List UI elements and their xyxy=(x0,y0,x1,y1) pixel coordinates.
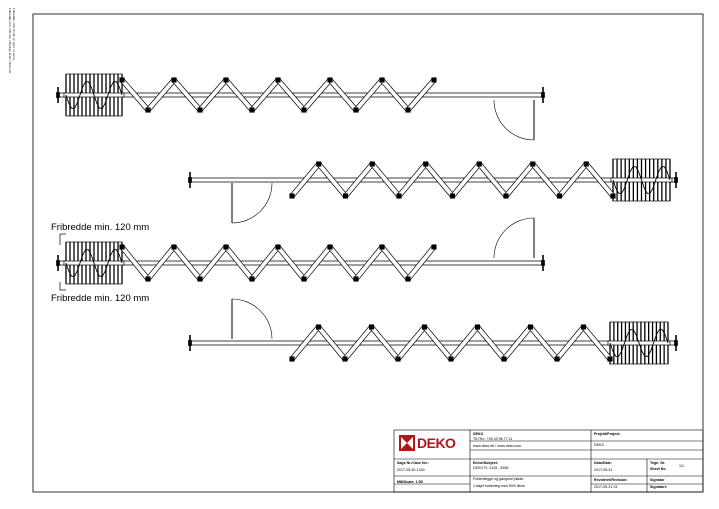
row2-post-right-cap xyxy=(674,177,678,183)
row1-hinge xyxy=(301,107,307,113)
row2-hinge xyxy=(476,161,482,167)
tb-scale-label: Mål/Scale: 1:50 xyxy=(397,480,423,484)
row1-hinge xyxy=(379,77,385,83)
row3-hinge xyxy=(301,276,307,282)
row4-hinge xyxy=(474,324,481,330)
row4-hinge xyxy=(395,356,401,362)
drawing-border xyxy=(32,13,704,493)
row2-hinge xyxy=(369,161,375,167)
row1-hinge xyxy=(405,107,411,113)
row3-post-left-cap xyxy=(56,260,60,266)
tb-date-value: 2017-05-31 xyxy=(594,468,613,472)
row2-door-swing xyxy=(231,182,273,224)
logo-text: DEKO xyxy=(417,435,456,451)
row1-post-left-cap xyxy=(56,92,60,98)
row3-hinge xyxy=(431,244,437,250)
deko-logo-icon xyxy=(399,435,415,451)
row4-hinge xyxy=(368,324,375,330)
tb-case-label: Sags Nr./Case No.: xyxy=(397,461,429,465)
tb-project-value: DEKO xyxy=(594,443,605,447)
row3-hinge xyxy=(223,244,229,250)
row2-hinge xyxy=(610,193,616,199)
row3-post-right-cap xyxy=(541,260,545,266)
row3-hinge xyxy=(197,276,203,282)
row2-hinge xyxy=(530,161,536,167)
tb-drawing-label: Tegn. Nr. xyxy=(650,461,666,465)
tb-company: DEKO xyxy=(473,432,484,436)
row3-hinge xyxy=(275,244,281,250)
row2-hinge xyxy=(556,193,563,199)
row3-door-swing xyxy=(493,217,535,259)
row4-hinge xyxy=(527,324,534,330)
dimension-label-bottom: Fribredde min. 120 mm xyxy=(51,293,150,304)
tb-subject-value2: Foldevægge og gangmul plader xyxy=(473,477,524,481)
row2-stack-wave xyxy=(612,166,671,194)
tb-sheet-value: 1/1 xyxy=(679,464,684,468)
row1-hinge xyxy=(249,107,255,113)
row2-hinge xyxy=(583,161,589,167)
row2-hinge xyxy=(342,193,349,199)
row1-hinge xyxy=(145,107,151,113)
row3-hinge xyxy=(327,244,333,250)
row1-hinge xyxy=(431,77,437,83)
tb-phone: Tlf./Tel.: +45 43 96 77 11 xyxy=(473,437,513,441)
row1-hinge xyxy=(197,107,203,113)
row4-hinge xyxy=(554,356,560,362)
row3-hinge xyxy=(145,276,151,282)
row3-hinge xyxy=(249,276,255,282)
tb-subject-label: Emne/Subject: xyxy=(473,461,498,465)
row2-hinge xyxy=(503,193,509,199)
row1-hinge xyxy=(353,107,359,113)
tb-signature-label: Signatur xyxy=(650,478,665,482)
row1-hinge xyxy=(275,77,281,83)
row1-stack-wave xyxy=(65,81,123,109)
row4-hinge xyxy=(342,356,348,362)
row4-hinge xyxy=(501,356,507,362)
row2-hinge xyxy=(423,161,429,167)
row1-hinge xyxy=(223,77,229,83)
row2-post-left-cap xyxy=(188,177,192,183)
row2-hinge xyxy=(289,193,295,199)
tb-signature-label2: Signature xyxy=(650,485,667,489)
row4-hinge xyxy=(315,324,322,330)
deko-logo: DEKO xyxy=(399,435,456,451)
tb-project-label: Projekt/Project: xyxy=(594,432,621,436)
row4-post-left-cap xyxy=(188,340,192,346)
tb-subject-value1: DEKO FL 0128 - 6308 xyxy=(473,466,509,470)
tb-web: www.deko.dk / www.deko.com xyxy=(473,444,522,448)
row1-hinge xyxy=(327,77,333,83)
row1-post-right-cap xyxy=(541,92,545,98)
row3-hinge xyxy=(171,244,177,250)
row4-post-right-cap xyxy=(674,340,678,346)
row3-hinge xyxy=(379,244,385,250)
row3-hinge xyxy=(405,276,411,282)
tb-revision-value: 2017-05-31-01 xyxy=(594,485,618,489)
tb-sheet-label: Sheet No. xyxy=(650,467,667,471)
row4-hinge xyxy=(448,356,454,362)
tb-subject-value3: 1-fløjet foldevæg med 50% åbne xyxy=(473,484,525,488)
row1-hinge xyxy=(171,77,177,83)
tb-revision-label: Revideret/Revision: xyxy=(594,478,628,482)
row4-hinge xyxy=(580,324,587,330)
row2-hinge xyxy=(316,161,322,167)
row4-hinge xyxy=(289,356,295,362)
row4-hinge xyxy=(421,324,428,330)
dimension-label-top: Fribredde min. 120 mm xyxy=(51,222,150,233)
row1-door-swing xyxy=(493,99,535,141)
row2-hinge xyxy=(449,193,456,199)
tb-date-label: Dato/Date: xyxy=(594,461,612,465)
row4-hinge xyxy=(607,356,613,362)
row3-hinge xyxy=(353,276,359,282)
row4-door-swing xyxy=(231,298,273,340)
row1-hinge xyxy=(119,77,125,83)
row3-hinge xyxy=(119,244,125,250)
row3-stack-wave xyxy=(65,249,123,277)
tb-case-value: 2017-05-30-1430 xyxy=(397,468,425,472)
row2-hinge xyxy=(396,193,402,199)
row4-stack-wave xyxy=(609,329,669,357)
